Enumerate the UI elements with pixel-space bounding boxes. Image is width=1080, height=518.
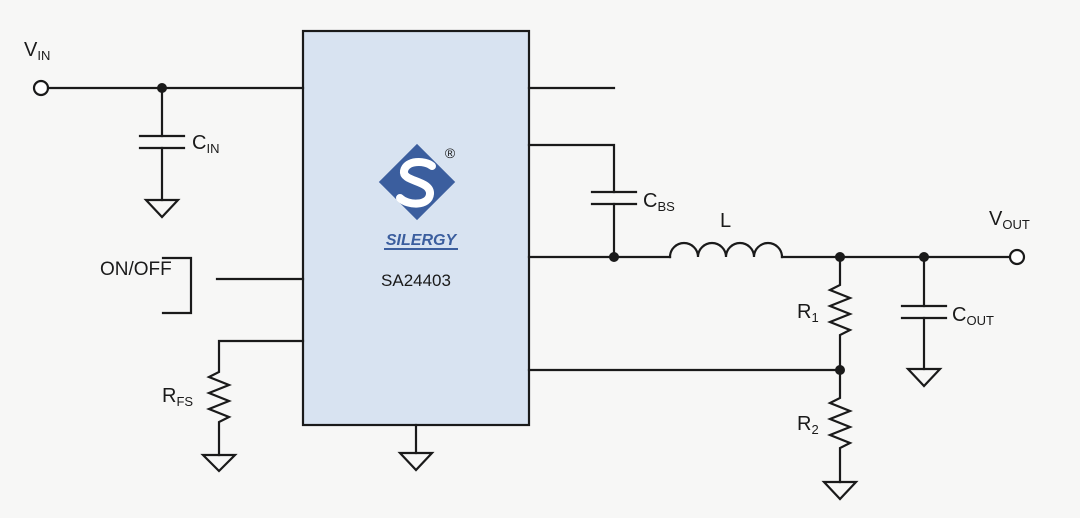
silergy-logo: ® SILERGY [378,143,458,250]
cbs-capacitor [527,143,638,259]
cbs-label: CBS [643,190,675,214]
r2-resistor [827,368,853,484]
cin-capacitor [138,86,186,202]
chip-ground-icon [397,451,435,472]
r1-resistor [827,255,853,372]
cout-capacitor [900,255,948,371]
cin-label: CIN [192,132,219,156]
registered-mark: ® [445,145,456,161]
cout-ground-icon [905,367,943,388]
vout-terminal [1008,248,1026,266]
vin-label: VIN [24,39,50,63]
r2-label: R2 [797,413,819,437]
rfs-resistor [206,339,305,457]
sw-junction [609,252,619,262]
cin-ground-icon [143,198,181,219]
onoff-switch-symbol [161,256,193,315]
logo-s-mark [396,158,436,208]
vout-label: VOUT [989,208,1030,232]
part-number: SA24403 [381,271,451,290]
inductor-coil [668,241,784,259]
rfs-label: RFS [162,385,193,409]
r1-label: R1 [797,301,819,325]
r2-ground-icon [821,480,859,501]
cout-label: COUT [952,304,994,328]
vin-terminal [32,79,50,97]
inductor-label: L [720,210,731,232]
brand-wordmark: SILERGY [386,232,458,249]
rfs-ground-icon [200,453,238,473]
onoff-label: ON/OFF [100,259,172,280]
ic-chip [301,29,531,427]
